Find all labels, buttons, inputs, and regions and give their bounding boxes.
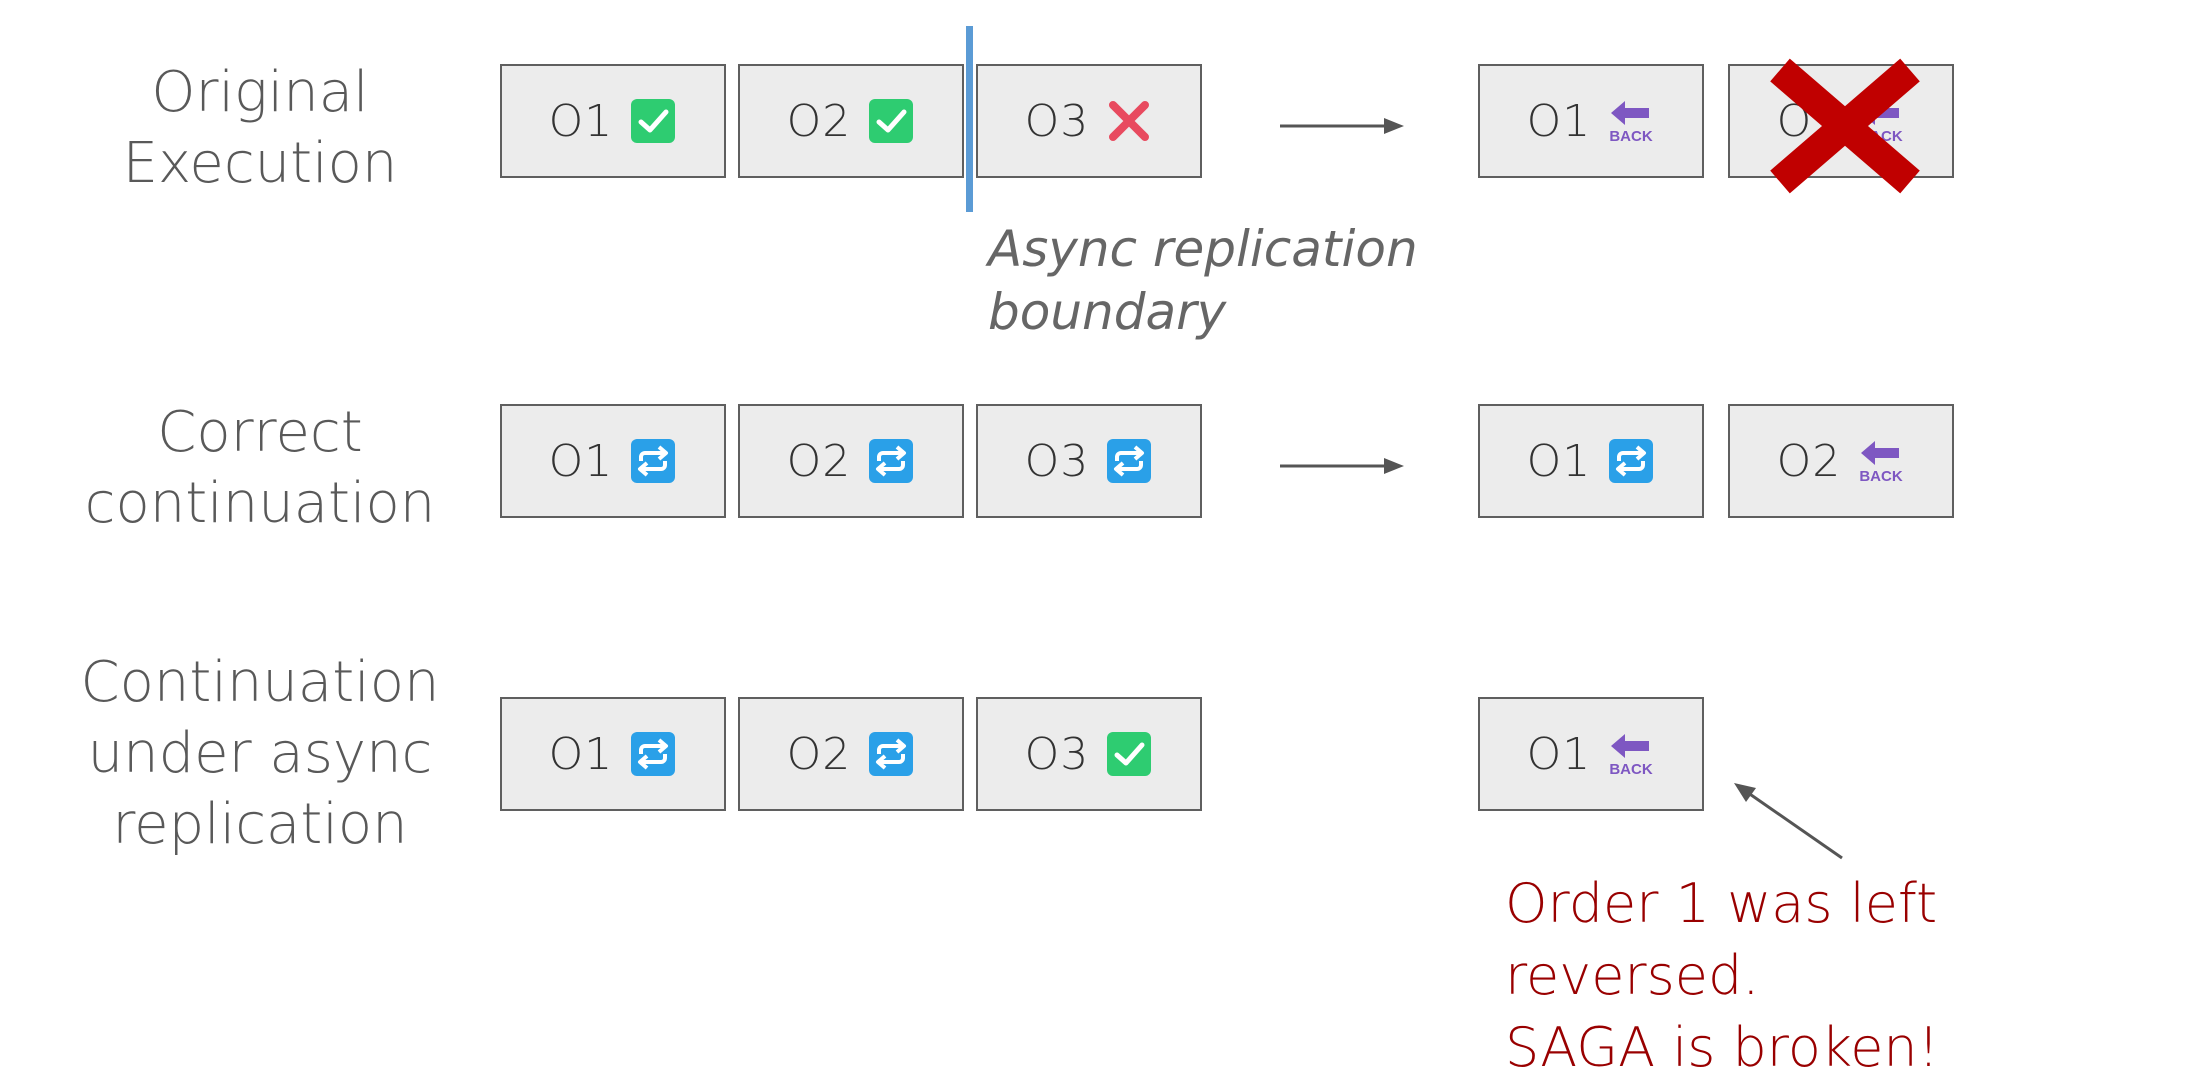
- back-icon: BACK: [1607, 730, 1655, 778]
- retry-icon: [629, 437, 677, 485]
- row-label-correct-continuation: Correct continuation: [84, 400, 436, 536]
- result-label: O1: [1526, 435, 1592, 487]
- check-icon: [629, 97, 677, 145]
- step-label: O1: [548, 728, 614, 780]
- step-box: O3: [976, 404, 1202, 518]
- step-label: O1: [548, 435, 614, 487]
- step-label: O2: [786, 435, 852, 487]
- step-label: O3: [1024, 435, 1090, 487]
- step-label: O3: [1024, 728, 1090, 780]
- step-box: O3: [976, 697, 1202, 811]
- row-label-original-execution: Original Execution: [122, 60, 398, 196]
- async-replication-boundary-line: [966, 26, 973, 212]
- step-box: O3: [976, 64, 1202, 178]
- pointer-arrow-icon: [1734, 783, 1843, 860]
- step-box: O2: [738, 64, 964, 178]
- step-label: O2: [786, 95, 852, 147]
- row-label-continuation-under-async-replication: Continuation under async replication: [80, 650, 440, 857]
- step-box: O1: [500, 697, 726, 811]
- saga-broken-note: Order 1 was left reversed. SAGA is broke…: [1505, 872, 1940, 1079]
- result-label: O2: [1776, 435, 1842, 487]
- step-box: O1: [500, 404, 726, 518]
- arrow-right-icon: [1280, 458, 1404, 474]
- step-label: O1: [548, 95, 614, 147]
- result-box: O1: [1478, 404, 1704, 518]
- step-box: O1: [500, 64, 726, 178]
- result-box: O2 BACK: [1728, 404, 1954, 518]
- retry-icon: [1105, 437, 1153, 485]
- retry-icon: [867, 730, 915, 778]
- cross-icon: [1105, 97, 1153, 145]
- check-icon: [1105, 730, 1153, 778]
- retry-icon: [629, 730, 677, 778]
- step-label: O2: [786, 728, 852, 780]
- check-icon: [867, 97, 915, 145]
- crossed-out-x-icon: [1770, 58, 1920, 194]
- result-label: O1: [1526, 95, 1592, 147]
- step-box: O2: [738, 697, 964, 811]
- step-box: O2: [738, 404, 964, 518]
- back-icon-text: BACK: [1860, 468, 1903, 485]
- back-icon-text: BACK: [1610, 128, 1653, 145]
- step-label: O3: [1024, 95, 1090, 147]
- async-replication-boundary-label: Async replication boundary: [988, 220, 1418, 341]
- back-icon-text: BACK: [1610, 761, 1653, 778]
- back-icon: BACK: [1857, 437, 1905, 485]
- result-label: O1: [1526, 728, 1592, 780]
- retry-icon: [1607, 437, 1655, 485]
- result-box: O1 BACK: [1478, 697, 1704, 811]
- back-icon: BACK: [1607, 97, 1655, 145]
- arrow-right-icon: [1280, 118, 1404, 134]
- retry-icon: [867, 437, 915, 485]
- result-box: O1 BACK: [1478, 64, 1704, 178]
